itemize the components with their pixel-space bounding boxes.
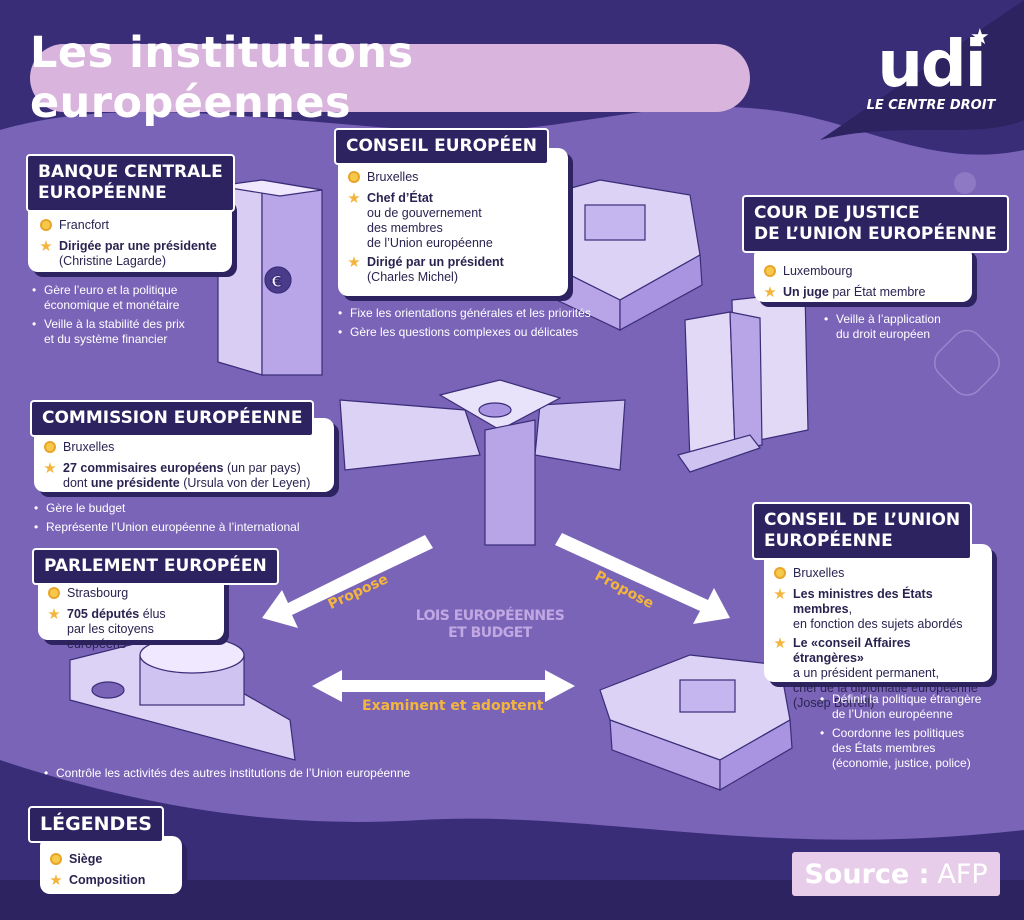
cue-title-line2: EUROPÉENNE [764,531,893,551]
flow-arrows [262,533,730,702]
cue-comp1: Les ministres des États membres [793,587,933,616]
cour-justice-card: Luxembourg ★Un juge par État membre [754,246,972,302]
com-seat: Bruxelles [63,440,115,454]
ce-comp2: Dirigé par un président [367,255,504,269]
ce-bullet-1: Fixe les orientations générales et les p… [336,306,626,321]
ce-seat: Bruxelles [367,170,419,184]
bce-composition: Dirigée par une présidente [59,239,217,253]
composition-icon: ★ [47,606,61,623]
legend-composition: Composition [69,873,146,887]
composition-icon: ★ [773,635,787,652]
seat-icon [50,853,62,865]
commission-building [339,379,626,546]
bce-title-line1: BANQUE CENTRALE [38,162,223,182]
com-bullets: Gère le budget Représente l’Union europé… [32,501,332,539]
cour-justice-building [677,291,809,473]
composition-icon: ★ [49,872,63,889]
legend-title: LÉGENDES [28,806,164,843]
legend-card: Siège ★ Composition [40,836,182,894]
parlement-building [69,636,296,761]
udi-logo: udi LE CENTRE DROIT ★ [866,25,996,114]
bce-title: BANQUE CENTRALE EUROPÉENNE [26,154,235,212]
ce-bullets: Fixe les orientations générales et les p… [336,306,626,344]
composition-icon: ★ [347,190,361,207]
bce-president: (Christine Lagarde) [59,254,166,268]
cj-title-line2: DE L’UNION EUROPÉENNE [754,224,997,244]
cour-justice-title: COUR DE JUSTICE DE L’UNION EUROPÉENNE [742,195,1009,253]
com-comp: 27 commisaires européens [63,461,224,475]
pe-bullet-1: Contrôle les activités des autres instit… [42,766,442,781]
parlement-title: PARLEMENT EUROPÉEN [32,548,279,585]
pe-bullets: Contrôle les activités des autres instit… [42,766,442,785]
composition-icon: ★ [763,284,777,301]
composition-icon: ★ [43,460,57,477]
seat-icon [44,441,56,453]
seat-icon [774,567,786,579]
bce-seat: Francfort [59,218,110,232]
page-title-banner: Les institutions européennes [30,28,750,128]
cue-comp2: Le «conseil Affaires étrangères» [793,636,911,665]
com-bullet-2: Représente l’Union européenne à l’intern… [32,520,332,535]
svg-text:€: € [270,272,282,291]
seat-icon [48,587,60,599]
pe-comp: 705 députés [67,607,140,621]
conseil-ue-card: Bruxelles ★ Les ministres des États membr… [764,544,992,710]
conseil-europeen-title: CONSEIL EUROPÉEN [334,128,549,165]
com-bullet-1: Gère le budget [32,501,332,516]
commission-title: COMMISSION EUROPÉENNE [30,400,315,437]
legend-seat: Siège [69,852,103,866]
cj-comp: Un juge [783,285,829,299]
source-value: AFP [937,858,988,890]
cj-title-line1: COUR DE JUSTICE [754,203,920,223]
seat-icon [764,265,776,277]
pe-seat: Strasbourg [67,586,129,600]
ce-comp1: Chef d’État [367,191,433,205]
cue-seat: Bruxelles [793,566,845,580]
laws-budget-label: LOIS EUROPÉENNES ET BUDGET [415,608,565,641]
page-title: Les institutions européennes [30,28,414,128]
seat-icon [40,219,52,231]
conseil-ue-building [599,654,793,792]
composition-icon: ★ [773,586,787,603]
source-label: Source : [804,858,930,890]
bce-title-line2: EUROPÉENNE [38,183,167,203]
cj-seat: Luxembourg [783,264,853,278]
conseil-ue-title: CONSEIL DE L’UNION EUROPÉENNE [752,502,973,560]
logo-star-icon: ★ [970,25,990,50]
examine-adopt-label: Examinent et adoptent [362,698,544,714]
source-badge: Source : AFP [792,852,1000,896]
composition-icon: ★ [347,254,361,271]
composition-icon: ★ [39,238,53,255]
ce-bullet-2: Gère les questions complexes ou délicate… [336,325,626,340]
seat-icon [348,171,360,183]
logo-tagline: LE CENTRE DROIT [866,98,996,113]
logo-wordmark: udi [877,28,986,102]
cue-title-line1: CONSEIL DE L’UNION [764,510,961,530]
